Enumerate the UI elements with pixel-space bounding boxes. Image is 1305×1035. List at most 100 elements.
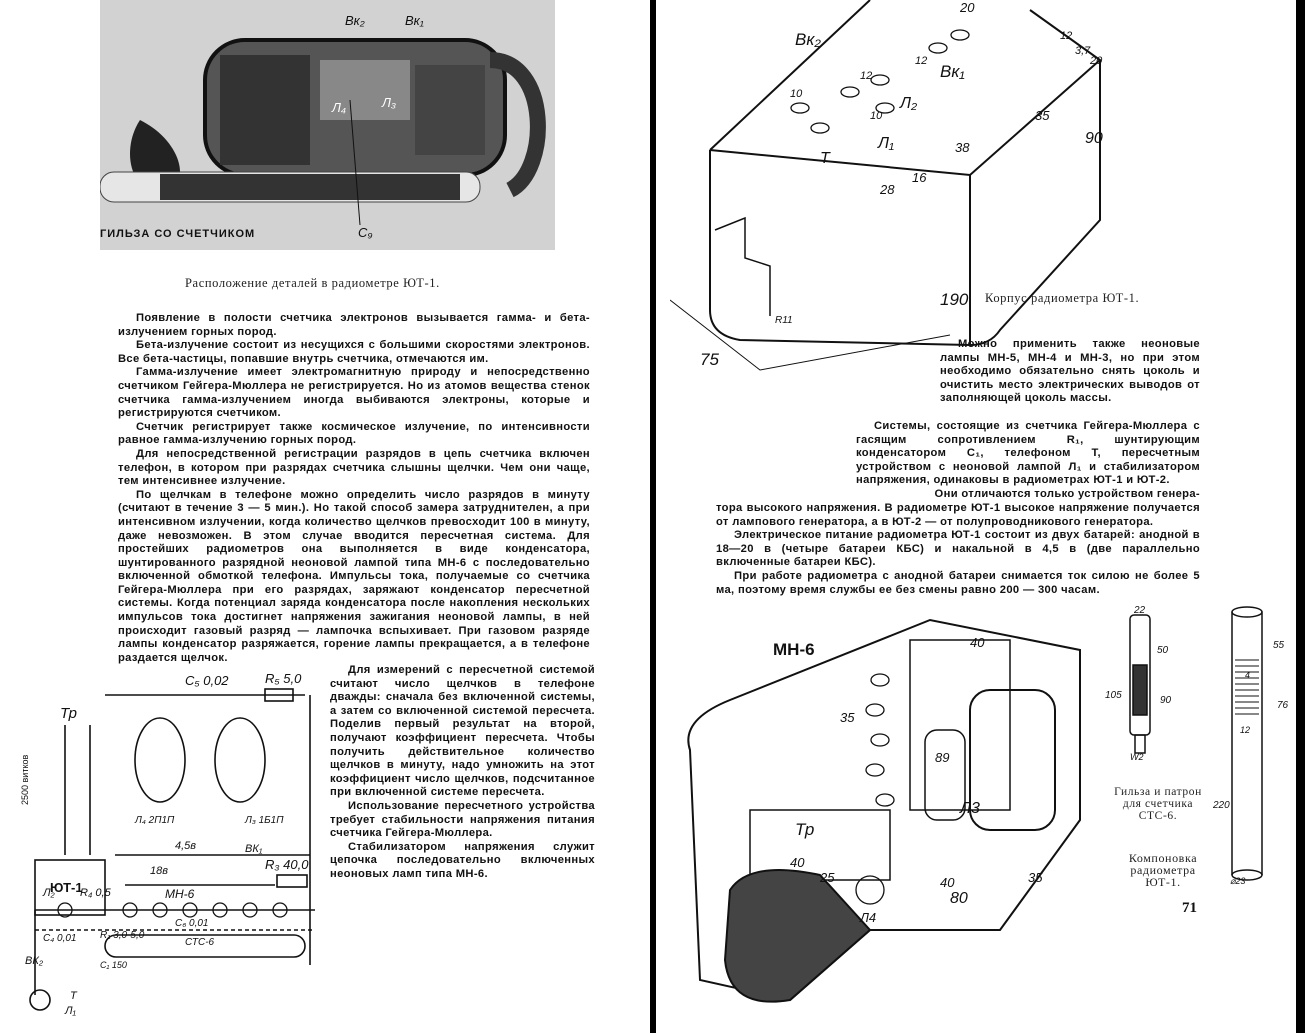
left-main-text: Появление в полости счетчика электронов … [118,312,590,665]
layout-mn6: МН-6 [773,640,815,659]
schem-l2: Л₂ [43,887,55,899]
schem-c6: C₆ 0,01 [175,918,209,929]
dim-12a: 12 [915,55,928,67]
housing-isometric [669,0,1101,371]
layout-80: 80 [950,890,968,907]
tube-22: 22 [1134,605,1146,616]
layout-caption: Компоновка радиометра ЮТ-1. [1128,851,1198,889]
schem-r4: R₄ 0,5 [80,887,111,899]
layout-40c: 40 [790,855,805,870]
dim-190: 190 [940,290,969,309]
left-side-text: Для измерений с пересчетной системой счи… [330,664,595,882]
layout-35: 35 [840,710,855,725]
schem-t: Т [70,990,77,1002]
photo-label-l4: Л₄ [332,100,347,115]
paragraph: Появление в полости счетчика электронов … [118,312,590,338]
right-narrow-text: Можно применить также неоновые лампы МН-… [940,338,1200,406]
dim-12b: 12 [860,70,873,82]
sleeve-sketch [1231,606,1263,881]
page-gutter [650,0,656,1033]
tube-23: ⌀23 [1230,876,1246,886]
paragraph: Бета-излучение состоит из несущихся с бо… [118,339,590,365]
dim-37: 3,7 [1075,45,1091,57]
layout-25: 25 [820,870,835,885]
box-l2: Л₂ [900,95,918,112]
layout-35b: 35 [1028,870,1043,885]
tube-w2: W2 [1130,752,1144,762]
schem-r1: R₁ 3,0-5,0 [100,930,145,941]
housing-drawing: Вк₂ Вк₁ Л₂ Л₁ Т 20 12 12 12 3,7 10 10 20… [669,0,1110,375]
layout-tr: Тр [795,820,815,839]
tube-12: 12 [1240,725,1251,735]
schem-vk1: ВК₁ [245,843,263,855]
photo-radiometer-parts: Вк₂ Вк₁ Л₄ Л₃ ГИЛЬЗА СО СЧЕТЧИКОМ С₉ [99,0,555,250]
tube-76: 76 [1277,700,1289,711]
paragraph: Можно применить также неоновые лампы МН-… [940,338,1200,405]
photo-label-l3: Л₃ [382,95,397,110]
photo-label-sleeve: ГИЛЬЗА СО СЧЕТЧИКОМ [100,228,256,240]
box-l1: Л₁ [878,135,895,152]
paragraph: Они отличаются только устройством генера… [934,487,1200,500]
cartridge-sketch [1129,614,1151,754]
housing-caption: Корпус радиометра ЮТ-1. [985,291,1140,305]
box-vk2: Вк₂ [795,30,821,49]
schem-c1: C₁ 150 [100,960,127,970]
schem-vk2: ВК₂ [25,955,44,967]
scan-edge [1296,0,1305,1033]
schem-r5: R₅ 5,0 [265,671,302,686]
paragraph: Счетчик регистрирует также космическое и… [118,420,590,447]
dim-12c: 12 [1060,30,1073,42]
dim-90: 90 [1085,130,1103,147]
photo-label-vk2: Вк₂ [345,13,365,28]
tube-4: 4 [1245,670,1251,680]
circuit-schematic: C₅ 0,02 R₅ 5,0 Тр Л₄ 2П1П Л₃ 1Б1П 2500 в… [15,665,330,1025]
page-number: 71 [1182,900,1197,916]
paragraph: Системы, состоящие из счетчика Гейгера-М… [856,420,1200,487]
schem-windings: 2500 витков [20,754,30,805]
schematic-drawing [29,688,315,1011]
schem-mn6: МН-6 [165,887,195,901]
layout-drawing: МН-6 35 40 Тр Л3 89 Л4 40 25 40 35 80 [670,600,1100,1030]
layout-40a: 40 [970,635,985,650]
paragraph: Гамма-излучение имеет электромагнитную п… [118,366,590,420]
tube-220: 220 [1213,800,1230,811]
layout-cutaway [687,618,1081,1003]
photo-caption: Расположение деталей в радиометре ЮТ-1. [185,276,440,290]
schem-l4: Л₄ 2П1П [135,815,175,826]
dim-10b: 10 [870,110,883,122]
layout-l4: Л4 [860,910,877,925]
paragraph: По щелчкам в телефоне можно определить ч… [118,488,590,664]
tube-105: 105 [1105,690,1122,701]
layout-89: 89 [935,750,950,765]
dim-75: 75 [700,350,719,369]
dim-35: 35 [1035,108,1050,123]
schem-l3: Л₃ 1Б1П [245,815,284,826]
layout-l3: Л3 [960,800,980,817]
tube-drawing-long: 55 4 76 12 220 ⌀23 [1205,600,1295,890]
paragraph: Стабилизатором напряжения служит цепочка… [330,840,595,880]
dim-20: 20 [960,0,975,15]
photo-illustration [99,0,555,250]
layout-40b: 40 [940,875,955,890]
schem-tr: Тр [60,705,78,722]
tube-55: 55 [1273,640,1285,651]
schem-c5: C₅ 0,02 [185,673,229,688]
schem-18v: 18в [150,865,168,877]
right-mid-text: Системы, состоящие из счетчика Гейгера-М… [856,420,1200,502]
box-t: Т [820,150,830,167]
dim-16: 16 [912,170,927,185]
schem-c4: C₄ 0,01 [43,933,77,944]
schem-l1: Л₁ [65,1005,77,1017]
dim-10a: 10 [790,88,803,100]
schem-sts6: СТС-6 [185,937,215,948]
box-vk1: Вк₁ [940,62,965,81]
dim-r11: R11 [775,315,793,326]
right-wide-text: тора высокого напряжения. В радиометре Ю… [716,502,1200,597]
tube-90: 90 [1160,695,1172,706]
tube-50: 50 [1157,645,1169,656]
tube-caption: Гильза и патрон для счетчика СТС-6. [1114,786,1202,822]
paragraph: Электрическое питание радиометра ЮТ-1 со… [716,529,1200,569]
schem-r3: R₃ 40,0 [265,857,309,872]
dim-20b: 20 [1090,55,1103,67]
paragraph: При работе радиометра с анодной батареи … [716,569,1200,596]
